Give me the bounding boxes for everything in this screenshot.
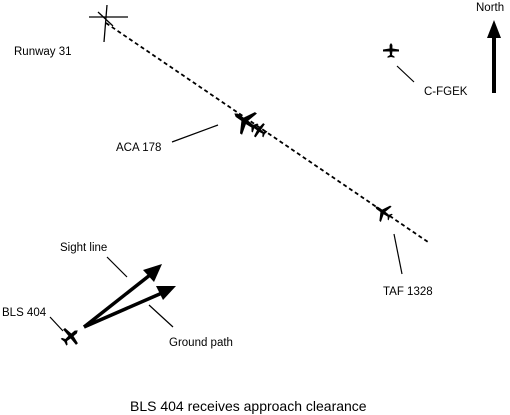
approach-path [105,22,429,243]
ground-path-arrow [83,286,176,329]
leader-line-sight-line [106,256,128,278]
taf1328-label: TAF 1328 [383,286,433,298]
small-plane-icon [383,43,399,58]
runway-label: Runway 31 [14,46,72,58]
bls404-label: BLS 404 [2,307,47,319]
north-arrow-icon [487,20,501,93]
diagram-caption: BLS 404 receives approach clearance [130,398,367,414]
leader-lines [49,65,415,332]
leader-line-ground-path [148,304,174,328]
ground-path-label: Ground path [169,337,233,349]
leader-line-cfgek [396,65,415,83]
small-plane-icon [57,322,85,350]
sight-line-arrow [82,264,162,329]
runway-icon [89,4,128,43]
airliner-icon [369,198,397,226]
leader-line-aca178 [171,124,219,143]
cfgek-label: C-FGEK [424,86,468,98]
leader-line-bls404 [49,316,64,332]
north-label: North [476,2,504,14]
aca178-label: ACA 178 [116,142,161,154]
leader-line-taf1328 [393,233,403,275]
sight-line-label: Sight line [60,242,107,254]
